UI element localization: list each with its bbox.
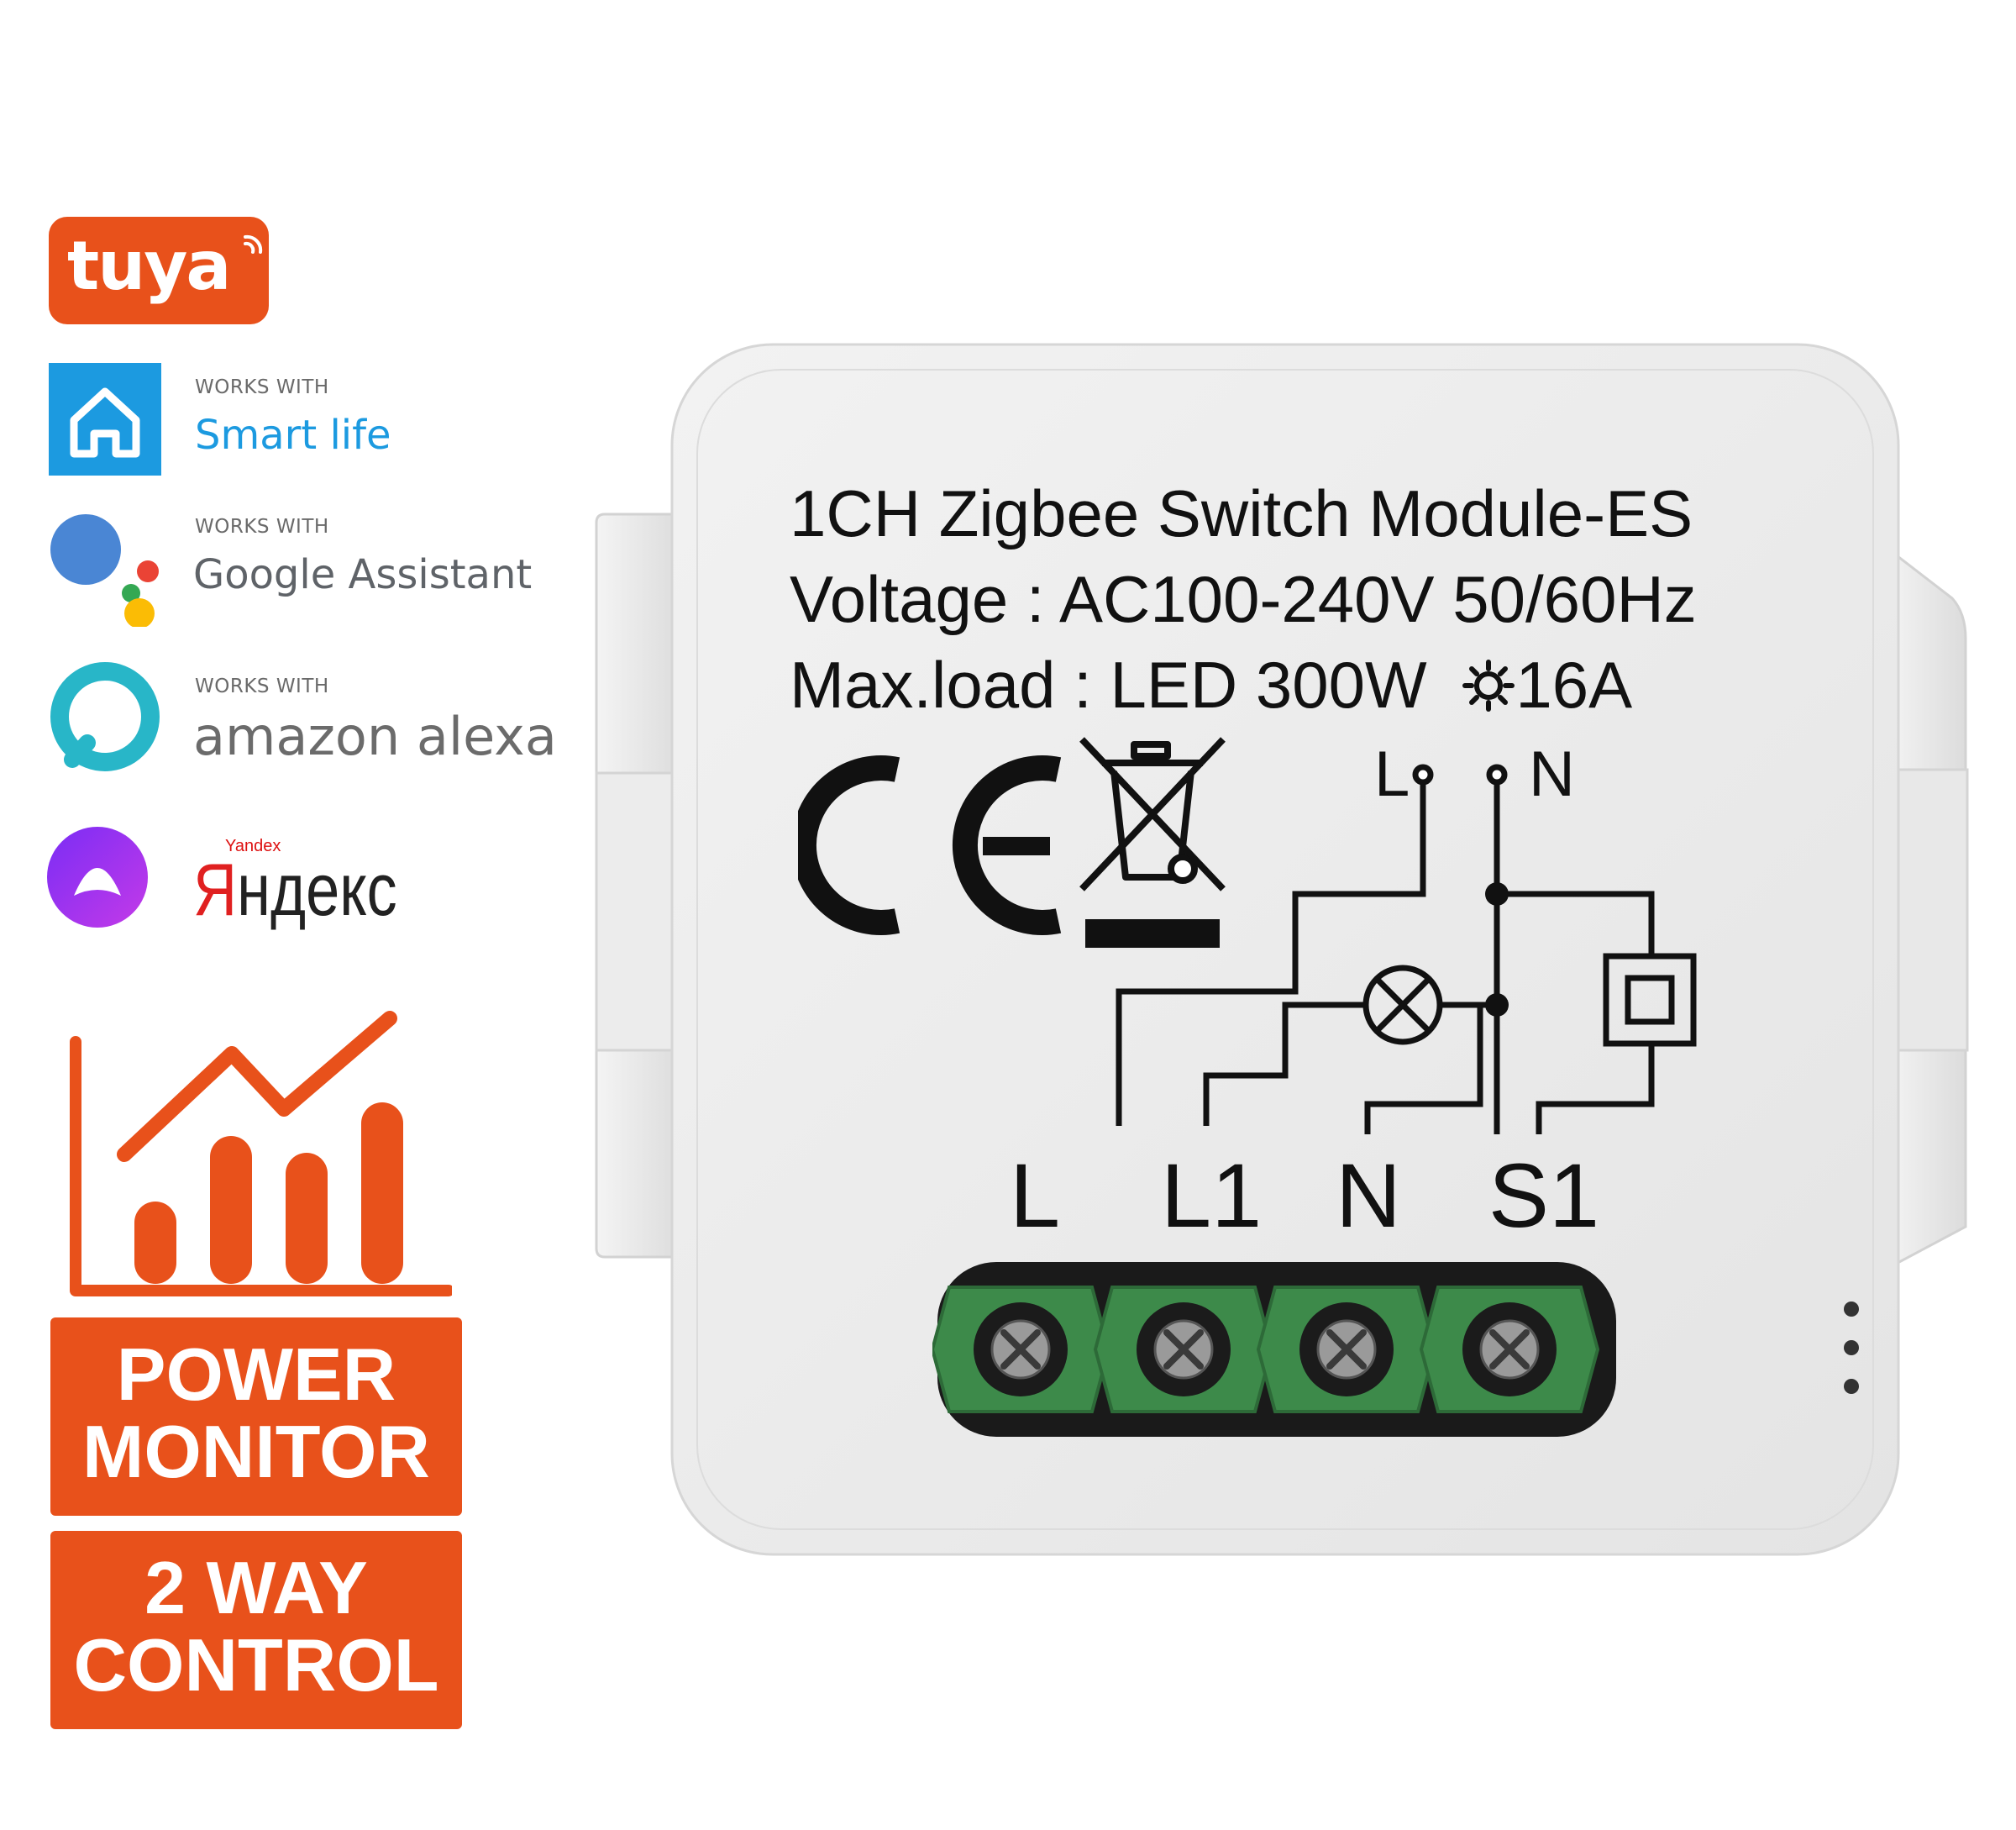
works-with-label: WORKS WITH	[195, 376, 329, 398]
ce-mark-icon	[798, 755, 1062, 935]
terminal-label-l1: L1	[1161, 1144, 1263, 1246]
diagram-label-l: L	[1374, 739, 1410, 810]
diagram-label-n: N	[1529, 739, 1575, 810]
yandex-rest: ндекс	[237, 848, 397, 931]
tuya-logo-text: tuya	[67, 227, 231, 305]
maxload-prefix: Max.load : LED 300W	[790, 648, 1427, 722]
yandex-name: Яндекс	[193, 847, 397, 933]
yandex-sub-label: Yandex	[225, 837, 281, 855]
wiring-diagram	[1116, 764, 1697, 1134]
two-way-line-1: 2 WAY	[144, 1546, 368, 1629]
power-monitor-line-1: POWER	[116, 1333, 396, 1416]
device-maxload: Max.load : LED 300W 16A	[790, 647, 1632, 723]
switch-module-device: 1CH Zigbee Switch Module-ES Voltage : AC…	[588, 336, 1982, 1563]
google-assistant-icon	[49, 509, 166, 628]
smart-life-name: Smart life	[195, 412, 391, 459]
tuya-logo: tuya	[49, 217, 269, 324]
incandescent-bulb-icon	[1462, 652, 1515, 712]
works-with-label: WORKS WITH	[195, 516, 329, 538]
yandex-alice-icon	[45, 825, 150, 929]
device-title: 1CH Zigbee Switch Module-ES	[790, 476, 1693, 550]
wifi-signal-icon	[244, 234, 263, 254]
terminal-label-n: N	[1336, 1144, 1401, 1246]
works-with-label: WORKS WITH	[195, 676, 329, 697]
weee-bin-icon	[1079, 737, 1226, 948]
maxload-suffix: 16A	[1515, 648, 1633, 722]
terminal-label-l: L	[1010, 1144, 1061, 1246]
power-monitor-chart-icon	[70, 1011, 452, 1296]
google-assistant-name: Google Assistant	[193, 551, 533, 598]
yandex-first-letter: Я	[193, 848, 238, 931]
power-monitor-badge: POWER MONITOR	[50, 1317, 462, 1516]
device-voltage: Voltage : AC100-240V 50/60Hz	[790, 562, 1697, 636]
alexa-ring-icon	[49, 660, 161, 773]
power-monitor-line-2: MONITOR	[82, 1410, 430, 1493]
terminal-block	[932, 1262, 1616, 1437]
two-way-line-2: CONTROL	[73, 1623, 439, 1706]
device-body	[595, 343, 1969, 1556]
terminal-label-s1: S1	[1488, 1144, 1600, 1246]
smart-life-house-icon	[49, 363, 161, 476]
two-way-control-badge: 2 WAY CONTROL	[50, 1531, 462, 1729]
alexa-name: amazon alexa	[193, 706, 557, 767]
